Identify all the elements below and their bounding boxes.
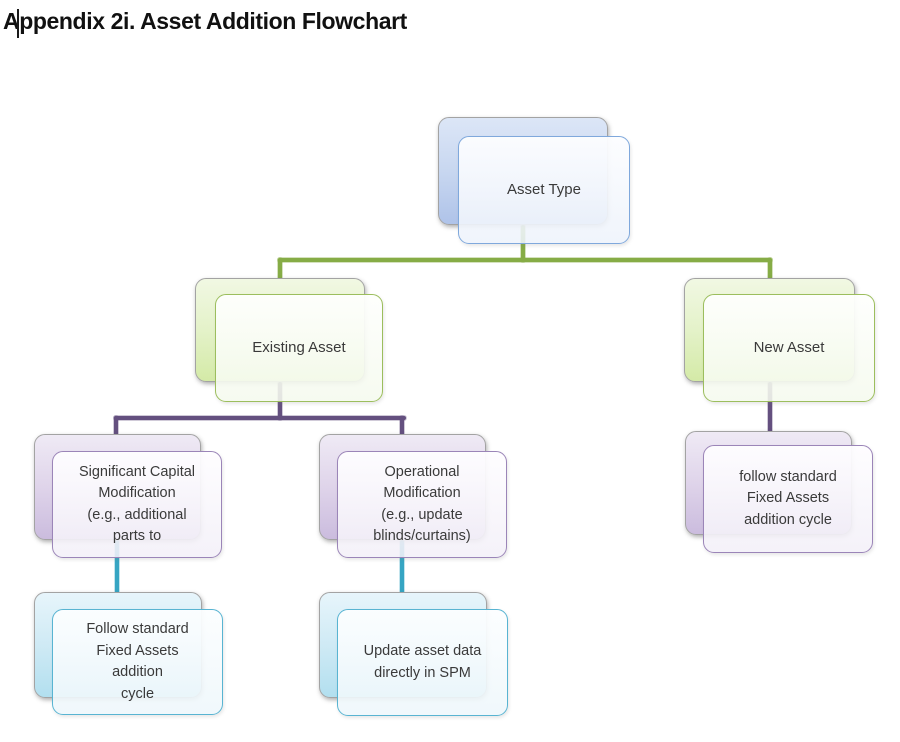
connector-to-existing-asset [278, 258, 282, 280]
node-new-asset-box[interactable]: New Asset [703, 294, 875, 402]
node-label: Modification [383, 485, 461, 501]
connector-assettype-horizontal [278, 258, 772, 262]
node-asset-type-box[interactable]: Asset Type [458, 136, 630, 244]
node-label: Modification [98, 485, 176, 501]
connector-newasset-drop [768, 382, 772, 433]
node-label: Operational [384, 463, 460, 480]
connector-to-follow-standard [115, 540, 119, 594]
node-label: Fixed Assets [96, 642, 179, 659]
node-label: Asset Type [507, 181, 581, 199]
node-label: Update asset data [363, 643, 482, 659]
node-label: Existing Asset [252, 339, 346, 357]
connector-to-significant-mod [114, 416, 118, 436]
node-label: addition cycle [744, 511, 832, 528]
node-label: directly in SPM [374, 664, 471, 681]
node-label: follow standard [739, 468, 837, 485]
connector-existing-horizontal [114, 416, 406, 420]
node-label: (e.g., update [381, 506, 463, 523]
node-newasset-follow-standard-box[interactable]: follow standard Fixed Assets addition cy… [703, 445, 873, 553]
node-label: New Asset [753, 339, 825, 357]
node-operational-modification-box[interactable]: Operational Modification (e.g., update b… [337, 451, 507, 558]
node-follow-standard-cycle-box[interactable]: Follow standard Fixed Assets addition cy… [52, 609, 223, 715]
connector-to-operational-mod [400, 416, 404, 436]
connector-to-new-asset [768, 258, 772, 280]
connector-to-update-spm [400, 540, 404, 594]
node-label: blinds/curtains) [373, 528, 471, 544]
text-cursor [17, 9, 19, 38]
node-label: cycle [120, 685, 155, 702]
node-label: addition [112, 664, 163, 680]
node-update-asset-data-box[interactable]: Update asset data directly in SPM [337, 609, 508, 716]
node-label: Significant Capital [78, 463, 196, 480]
node-label: (e.g., additional [87, 506, 187, 523]
node-existing-asset-box[interactable]: Existing Asset [215, 294, 383, 402]
node-label: parts to [112, 528, 162, 544]
node-significant-capital-modification-box[interactable]: Significant Capital Modification (e.g., … [52, 451, 222, 558]
page-title: Appendix 2i. Asset Addition Flowchart [3, 8, 407, 34]
node-label: Fixed Assets [746, 490, 830, 507]
node-label: Follow standard [86, 621, 189, 637]
